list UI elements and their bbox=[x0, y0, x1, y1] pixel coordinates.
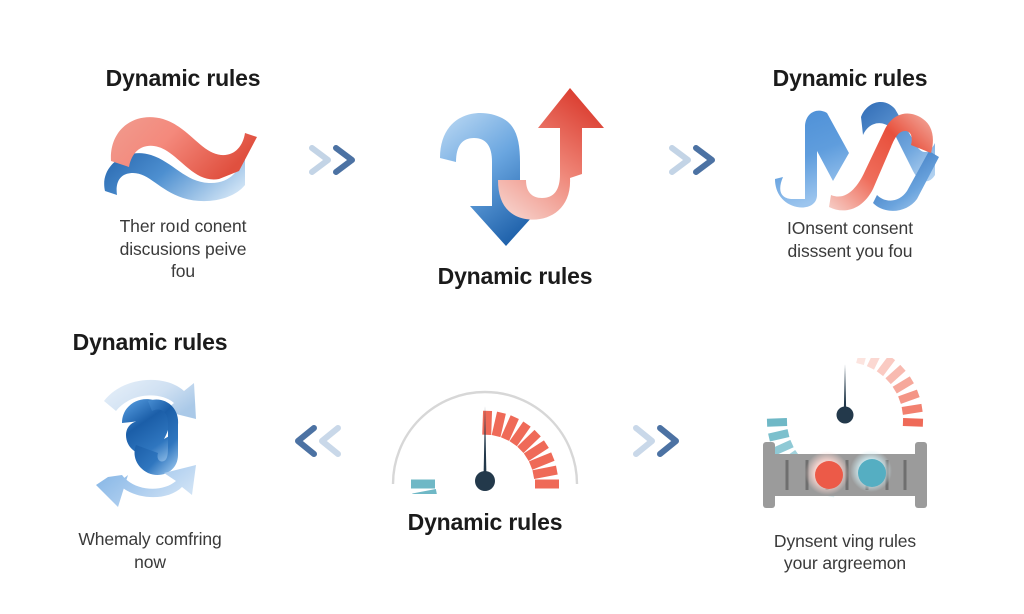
node-recycle-arrows-title: Dynamic rules bbox=[72, 329, 228, 355]
zigzag-ribbon-icon bbox=[753, 99, 948, 212]
gauge-with-slider-icon bbox=[745, 343, 945, 518]
node-zigzag-ribbon: Dynamic rules bbox=[705, 65, 995, 262]
node-gauge-slider: Dynsent ving rules your argreemon bbox=[700, 343, 990, 575]
double-chevron-left-icon bbox=[295, 425, 341, 457]
node-twisted-ribbon: Dynamic rules bbox=[48, 65, 318, 282]
node-recycle-arrows-caption: Whemaly comfring now bbox=[78, 529, 222, 572]
node-cycle-arrows: Dynamic rules bbox=[400, 70, 630, 289]
connector-1 bbox=[306, 138, 368, 187]
connector-4 bbox=[288, 418, 352, 469]
node-gauge-title: Dynamic rules bbox=[407, 509, 563, 535]
node-zigzag-ribbon-caption: IOnsent consent disssent you fou bbox=[787, 218, 913, 261]
node-recycle-arrows: Dynamic rules bbox=[10, 329, 290, 573]
node-twisted-ribbon-caption: Ther roıd conent discusions peive fou bbox=[119, 216, 247, 282]
gauge-meter-icon bbox=[383, 372, 588, 558]
node-cycle-arrows-title: Dynamic rules bbox=[437, 263, 593, 289]
twisted-ribbon-icon bbox=[93, 99, 273, 209]
double-chevron-right-icon bbox=[633, 425, 679, 457]
double-chevron-right-icon bbox=[669, 145, 715, 175]
two-curved-arrows-icon bbox=[420, 70, 610, 260]
double-chevron-right-icon bbox=[309, 145, 355, 175]
node-gauge-slider-caption: Dynsent ving rules your argreemon bbox=[773, 531, 917, 574]
three-recycle-arrows-icon bbox=[60, 367, 240, 522]
node-zigzag-ribbon-title: Dynamic rules bbox=[772, 65, 928, 91]
connector-3 bbox=[622, 418, 686, 469]
node-gauge: Dynamic rules bbox=[370, 372, 600, 558]
connector-2 bbox=[666, 138, 728, 187]
node-twisted-ribbon-title: Dynamic rules bbox=[105, 65, 261, 91]
